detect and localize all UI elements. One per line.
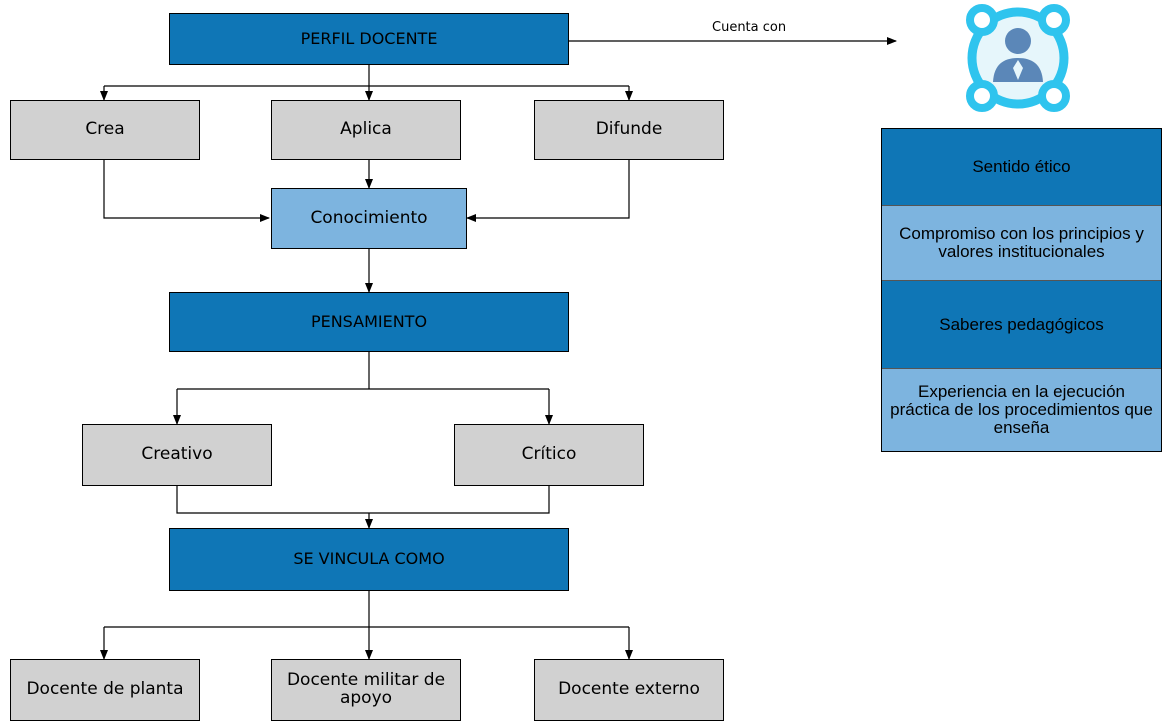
- profile-item-saberes: Saberes pedagógicos: [882, 280, 1161, 368]
- edge-label-cuenta-con: Cuenta con: [712, 20, 787, 35]
- node-difunde: Difunde: [534, 100, 724, 160]
- node-crea: Crea: [10, 100, 200, 160]
- node-pensamiento: PENSAMIENTO: [169, 292, 569, 352]
- node-perfil-docente: PERFIL DOCENTE: [169, 13, 569, 65]
- node-docente-planta: Docente de planta: [10, 659, 200, 721]
- node-docente-militar: Docente militar de apoyo: [271, 659, 461, 721]
- profile-item-experiencia: Experiencia en la ejecución práctica de …: [882, 368, 1161, 451]
- node-creativo: Creativo: [82, 424, 272, 486]
- node-docente-externo: Docente externo: [534, 659, 724, 721]
- node-aplica: Aplica: [271, 100, 461, 160]
- profile-item-compromiso: Compromiso con los principios y valores …: [882, 205, 1161, 280]
- arrow-crea-conocimiento: [103, 160, 270, 222]
- profile-item-sentido-etico: Sentido ético: [882, 129, 1161, 205]
- user-network-icon: [966, 4, 1070, 112]
- arrow-difunde-conocimiento: [466, 160, 630, 222]
- node-se-vincula-como: SE VINCULA COMO: [169, 528, 569, 591]
- connector-merge-vincula: [176, 486, 550, 514]
- node-critico: Crítico: [454, 424, 644, 486]
- node-conocimiento: Conocimiento: [271, 188, 467, 249]
- profile-attributes-panel: Sentido ético Compromiso con los princip…: [881, 128, 1162, 452]
